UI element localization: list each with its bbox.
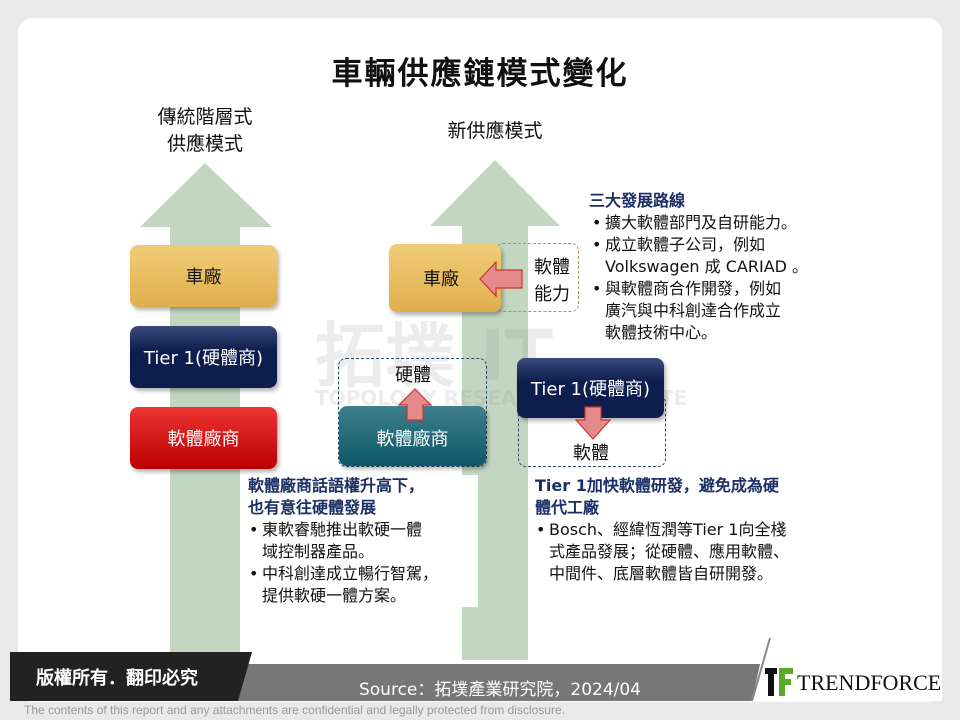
path-item: 成立軟體子公司，例如 Volkswagen 成 CARIAD 。	[592, 234, 849, 278]
trendforce-logo-icon	[765, 668, 793, 696]
source-text: Source：拓墣產業研究院，2024/04	[358, 680, 641, 700]
note-heading: 軟體廠商話語權升高下，	[248, 476, 425, 495]
software-vendor-box: 軟體廠商	[130, 407, 277, 469]
brand-name: TRENDFORCE	[797, 670, 942, 695]
text-line: 提供軟硬一體方案。	[262, 586, 407, 605]
software-vendor-frame	[338, 358, 487, 467]
new-model-label: 新供應模式	[447, 120, 543, 142]
label-line: 傳統階層式	[157, 106, 253, 128]
software-capability-label: 軟體 能力	[528, 254, 576, 308]
text-line: 廣汽與中科創達合作成立	[605, 301, 782, 320]
tier1-note: Tier 1加快軟體研發，避免成為硬 體代工廠 Bosch、經緯恆潤等Tier …	[535, 475, 835, 585]
text-line: 東軟睿馳推出軟硬一體	[262, 520, 423, 539]
down-arrow-icon	[574, 406, 612, 440]
text-line: Bosch、經緯恆潤等Tier 1向全棧	[549, 520, 787, 539]
text-line: 域控制器產品。	[262, 542, 375, 561]
text-line: 軟體技術中心。	[605, 323, 718, 342]
traditional-model-label: 傳統階層式 供應模式	[130, 104, 280, 158]
note-item: Bosch、經緯恆潤等Tier 1向全棧式產品發展；從硬體、應用軟體、中間件、底…	[536, 519, 835, 585]
note-heading: Tier 1加快軟體研發，避免成為硬	[535, 476, 779, 495]
label-line: 能力	[534, 284, 570, 305]
paths-heading: 三大發展路線	[589, 191, 686, 210]
text-line: 成立軟體子公司，例如	[605, 235, 766, 254]
note-heading: 體代工廠	[535, 498, 600, 517]
text-line: 擴大軟體部門及自研能力。	[605, 213, 798, 232]
text-line: Volkswagen 成 CARIAD 。	[605, 257, 809, 276]
development-paths: 三大發展路線 擴大軟體部門及自研能力。 成立軟體子公司，例如 Volkswagen…	[589, 190, 849, 344]
new-software-vendor-box: 軟體廠商	[339, 406, 486, 466]
hardware-label: 硬體	[395, 365, 431, 386]
footer-bar	[10, 637, 942, 702]
note-heading: 也有意往硬體發展	[248, 498, 377, 517]
path-item: 擴大軟體部門及自研能力。	[592, 212, 849, 234]
text-line: 中科創達成立暢行智駕，	[262, 564, 439, 583]
note-item: 中科創達成立暢行智駕， 提供軟硬一體方案。	[249, 563, 478, 607]
text-line: 式產品發展；從硬體、應用軟體、	[549, 542, 790, 561]
up-arrow-icon	[397, 388, 433, 421]
label-line: 軟體	[534, 257, 570, 278]
oem-box: 車廠	[130, 245, 277, 307]
software-label: 軟體	[573, 443, 609, 464]
left-arrow-icon	[479, 260, 523, 298]
disclaimer: The contents of this report and any atta…	[24, 703, 565, 717]
tier1-box: Tier 1(硬體商)	[130, 326, 277, 388]
text-line: 與軟體商合作開發，例如	[605, 279, 782, 298]
watermark-cn: 拓墣 IT	[315, 315, 554, 397]
text-line: 中間件、底層軟體皆自研開發。	[549, 564, 774, 583]
label-line: 供應模式	[166, 133, 243, 155]
page-title: 車輛供應鏈模式變化	[331, 56, 629, 92]
copyright-text: 版權所有．翻印必究	[36, 668, 198, 689]
